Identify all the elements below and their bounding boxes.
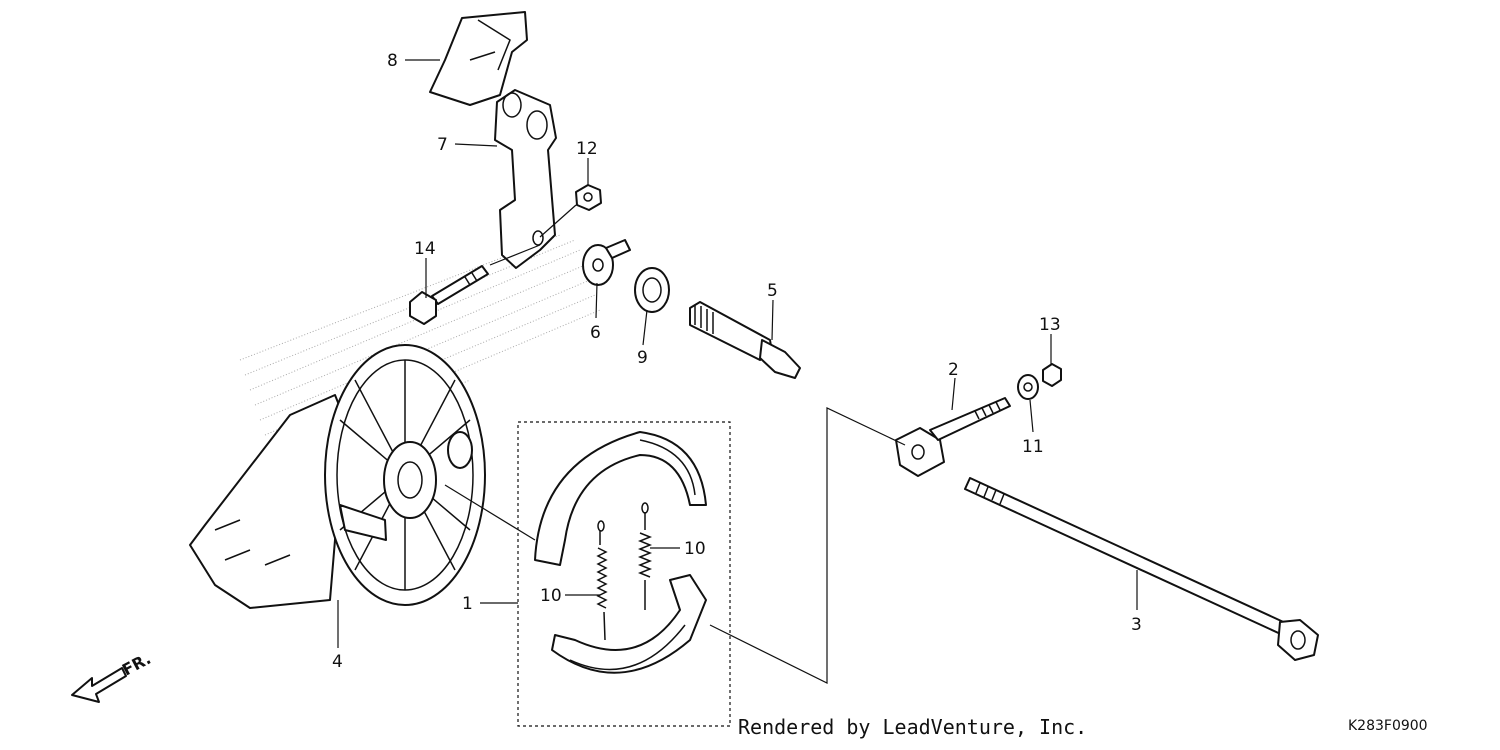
leader-lines	[337, 59, 1138, 648]
diagram-code: K283F0900	[1348, 718, 1428, 734]
callout-11: 11	[1022, 437, 1044, 457]
part-14-bolt	[409, 265, 489, 325]
callout-7: 7	[437, 135, 448, 155]
callout-2: 2	[948, 360, 959, 380]
callout-3: 3	[1131, 615, 1142, 635]
callout-10-lower: 10	[540, 586, 562, 606]
part-8-arm-cover	[429, 11, 528, 106]
callout-14: 14	[414, 239, 436, 259]
part-11-washer	[1017, 374, 1039, 400]
callout-1: 1	[462, 594, 473, 614]
part-12-nut	[575, 184, 602, 211]
assembly-lines	[444, 204, 906, 684]
part-10-springs	[596, 502, 653, 641]
callout-4: 4	[332, 652, 343, 672]
callout-6: 6	[590, 323, 601, 343]
part-4-brake-panel	[189, 344, 486, 609]
callout-12: 12	[576, 139, 598, 159]
render-credit: Rendered by LeadVenture, Inc.	[738, 715, 1087, 739]
part-3-axle	[964, 477, 1319, 661]
callouts: 8 7 12 14 6 9 5 2 13 11 3 4 1 10 10	[332, 51, 1142, 672]
front-direction-indicator: FR.	[71, 649, 154, 703]
part-13-nut	[1042, 363, 1062, 387]
callout-5: 5	[767, 281, 778, 301]
part-6-indicator-plate	[582, 239, 631, 286]
front-arrow-icon	[71, 667, 127, 703]
callout-9: 9	[637, 348, 648, 368]
callout-13: 13	[1039, 315, 1061, 335]
callout-10-upper: 10	[684, 539, 706, 559]
part-7-brake-arm	[494, 89, 557, 269]
callout-8: 8	[387, 51, 398, 71]
part-5-brake-cam	[689, 301, 801, 379]
part-1-brake-shoe-set	[517, 421, 731, 727]
part-2-adjusting-bolt	[895, 397, 1011, 477]
part-9-felt-seal	[634, 267, 670, 313]
